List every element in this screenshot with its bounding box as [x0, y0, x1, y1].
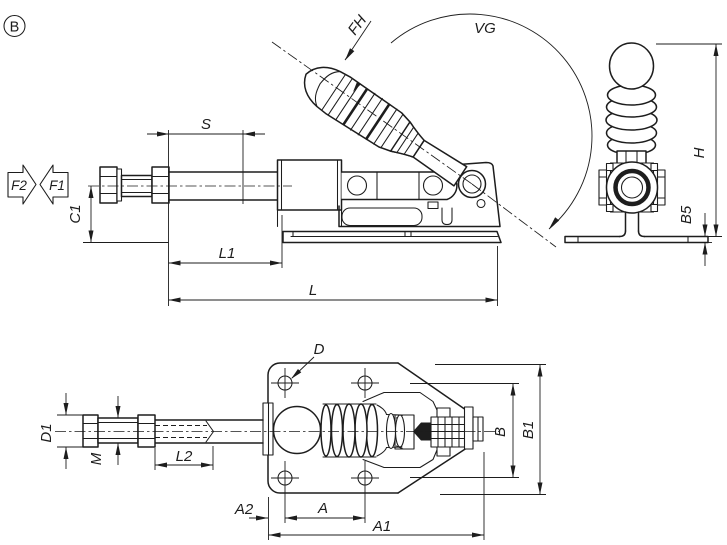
dim-b	[410, 383, 519, 478]
handle-open-position-centerline	[471, 183, 557, 248]
force-arrow-f2-icon	[7, 164, 37, 205]
label-b: B	[492, 427, 509, 437]
bushing-block	[276, 159, 343, 211]
dim-b1	[435, 364, 546, 495]
label-h: H	[691, 147, 708, 158]
toggle-linkage	[341, 171, 458, 201]
label-b5: B5	[678, 205, 695, 224]
label-vg: VG	[474, 20, 496, 37]
label-d1: D1	[38, 423, 55, 442]
label-a1: A1	[372, 518, 391, 535]
label-a: A	[317, 500, 328, 517]
front-view: H B5	[564, 42, 722, 266]
dim-b5	[697, 213, 712, 266]
view-marker-label: B	[10, 20, 20, 36]
swing-angle-arc	[390, 13, 593, 230]
handle-axis-centerline	[271, 41, 473, 185]
base-casting	[276, 161, 501, 228]
dim-h	[656, 43, 722, 237]
dim-l1	[168, 215, 283, 268]
dim-l2	[154, 446, 214, 470]
label-l2: L2	[176, 448, 193, 465]
hand-force-arrow	[344, 20, 372, 92]
label-m: M	[88, 452, 105, 465]
label-c1: C1	[67, 204, 84, 223]
vg-arrowhead-icon	[549, 217, 560, 229]
dim-c1	[83, 186, 169, 243]
dim-l	[168, 246, 498, 306]
d-arrowhead-icon	[291, 368, 302, 379]
dim-a	[284, 461, 366, 523]
label-b1: B1	[520, 421, 537, 439]
label-a2: A2	[234, 501, 254, 518]
top-casting-contour	[362, 391, 438, 469]
front-knob	[605, 42, 658, 156]
clamp-handle	[303, 66, 468, 187]
fh-arrowhead2-icon	[353, 81, 361, 92]
label-l: L	[309, 282, 317, 299]
dim-s	[147, 130, 265, 306]
side-base-plate	[282, 230, 502, 244]
dim-d1	[57, 393, 85, 469]
label-d: D	[314, 341, 325, 358]
fh-arrowhead-icon	[345, 48, 355, 61]
dim-d	[291, 356, 315, 379]
top-view: D D1 M L2 A2 A	[38, 341, 546, 540]
label-l1: L1	[219, 245, 236, 262]
force-arrow-f1-icon	[39, 164, 69, 205]
label-s: S	[201, 116, 211, 133]
label-f2: F2	[11, 178, 27, 193]
side-view: F2 F1	[7, 12, 593, 306]
label-f1: F1	[49, 178, 65, 193]
clamp-spindle	[99, 166, 279, 204]
top-knob	[272, 403, 406, 458]
label-fh: FH	[345, 12, 371, 38]
view-marker-badge: B	[3, 14, 26, 38]
front-body	[598, 161, 666, 214]
dim-a1	[268, 452, 485, 540]
